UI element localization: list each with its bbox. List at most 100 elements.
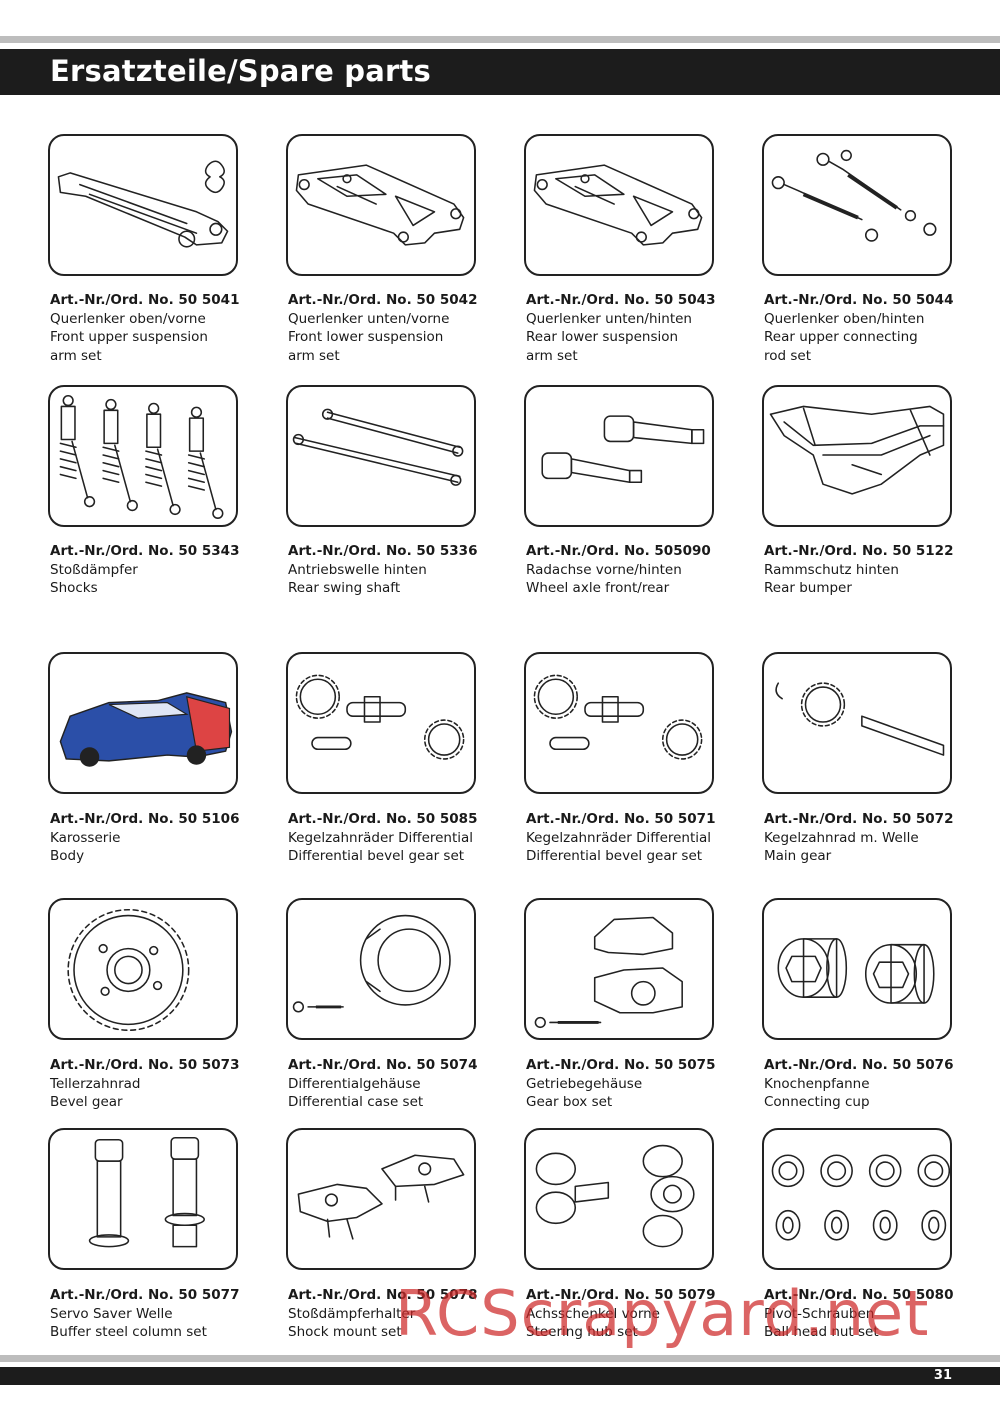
part-image-box xyxy=(524,385,714,527)
part-name-de: Antriebswelle hinten xyxy=(288,561,427,578)
part-name-en: Front lower suspension xyxy=(288,329,444,345)
part-name-en: Shock mount set xyxy=(288,1324,402,1340)
part-name-en-cont: arm set xyxy=(50,347,102,364)
page-footer: 31 xyxy=(0,1367,1000,1385)
part-name-de: Rammschutz hinten xyxy=(764,561,899,578)
part-name-en: Differential bevel gear set xyxy=(526,848,703,864)
article-number: Art.-Nr./Ord. No. 50 5077 xyxy=(50,1287,240,1303)
part-name-de: Achsschenkel vorne xyxy=(526,1305,660,1322)
gearbox-icon xyxy=(534,916,683,1029)
part-name-en: Rear upper connecting xyxy=(764,329,918,345)
part-name-de: Pivot-Schrauben xyxy=(764,1305,875,1322)
part-name-en-cont: arm set xyxy=(288,347,340,364)
upper-arm-icon xyxy=(57,160,229,248)
gear-icon xyxy=(295,674,465,760)
article-number: Art.-Nr./Ord. No. 50 5078 xyxy=(288,1287,478,1303)
shocks-icon xyxy=(59,394,224,519)
page-number: 31 xyxy=(933,1368,952,1383)
article-number: Art.-Nr./Ord. No. 50 5043 xyxy=(526,292,716,308)
part-image-box xyxy=(524,652,714,794)
part-name-en: Steering hub set xyxy=(526,1324,638,1340)
part-name-de: Stoßdämpfer xyxy=(50,561,138,578)
article-number: Art.-Nr./Ord. No. 50 5079 xyxy=(526,1287,716,1303)
article-number: Art.-Nr./Ord. No. 50 5106 xyxy=(50,811,240,827)
part-image-box xyxy=(286,1128,476,1270)
part-image-box xyxy=(48,652,238,794)
part-image-box xyxy=(762,134,952,276)
part-name-en: Body xyxy=(50,848,85,864)
part-name-en: Rear bumper xyxy=(764,580,852,596)
column-icon xyxy=(88,1136,206,1248)
page-header: Ersatzteile/Spare parts xyxy=(0,49,1000,95)
article-number: Art.-Nr./Ord. No. 50 5072 xyxy=(764,811,954,827)
part-name-en: Front upper suspension xyxy=(50,329,208,345)
diff-case-icon xyxy=(292,914,451,1013)
part-name-en: Differential bevel gear set xyxy=(288,848,465,864)
cup-icon xyxy=(777,938,935,1004)
page-title: Ersatzteile/Spare parts xyxy=(50,54,431,88)
body-icon xyxy=(59,692,233,767)
lower-arm-icon xyxy=(533,164,703,246)
part-name-de: Radachse vorne/hinten xyxy=(526,561,682,578)
part-name-de: Kegelzahnräder Differential xyxy=(526,829,712,846)
part-image-box xyxy=(524,898,714,1040)
shaft-icon xyxy=(292,408,464,486)
part-image-box xyxy=(48,134,238,276)
part-image-box xyxy=(762,652,952,794)
bumper-icon xyxy=(769,405,945,495)
part-image-box xyxy=(286,898,476,1040)
part-name-en-cont: rod set xyxy=(764,347,812,364)
article-number: Art.-Nr./Ord. No. 50 5085 xyxy=(288,811,478,827)
part-image-box xyxy=(524,1128,714,1270)
part-name-de: Servo Saver Welle xyxy=(50,1305,173,1322)
part-name-de: Querlenker unten/hinten xyxy=(526,310,692,327)
bottom-rule xyxy=(0,1355,1000,1362)
part-name-de: Knochenpfanne xyxy=(764,1075,870,1092)
part-name-en-cont: arm set xyxy=(526,347,578,364)
top-rule xyxy=(0,36,1000,43)
part-name-en: Differential case set xyxy=(288,1094,424,1110)
article-number: Art.-Nr./Ord. No. 50 5080 xyxy=(764,1287,954,1303)
part-name-de: Karosserie xyxy=(50,829,121,846)
axle-icon xyxy=(541,415,705,484)
article-number: Art.-Nr./Ord. No. 50 5073 xyxy=(50,1057,240,1073)
article-number: Art.-Nr./Ord. No. 50 5041 xyxy=(50,292,240,308)
part-name-en: Main gear xyxy=(764,848,832,864)
part-image-box xyxy=(286,134,476,276)
part-name-de: Kegelzahnrad m. Welle xyxy=(764,829,919,846)
article-number: Art.-Nr./Ord. No. 505090 xyxy=(526,543,711,559)
mount-icon xyxy=(297,1154,465,1240)
lower-arm-icon xyxy=(295,164,465,246)
part-name-en: Rear lower suspension xyxy=(526,329,679,345)
article-number: Art.-Nr./Ord. No. 50 5343 xyxy=(50,543,240,559)
ball-nut-icon xyxy=(771,1154,950,1241)
article-number: Art.-Nr./Ord. No. 50 5336 xyxy=(288,543,478,559)
part-name-en: Wheel axle front/rear xyxy=(526,580,670,596)
part-image-box xyxy=(762,898,952,1040)
part-name-en: Bevel gear xyxy=(50,1094,123,1110)
article-number: Art.-Nr./Ord. No. 50 5122 xyxy=(764,543,954,559)
part-name-en: Connecting cup xyxy=(764,1094,870,1110)
hub-icon xyxy=(535,1144,695,1248)
gear-icon xyxy=(533,674,703,760)
part-name-de: Querlenker oben/hinten xyxy=(764,310,925,327)
bevel-gear-icon xyxy=(67,908,190,1032)
part-name-de: Querlenker unten/vorne xyxy=(288,310,450,327)
part-name-en: Buffer steel column set xyxy=(50,1324,207,1340)
